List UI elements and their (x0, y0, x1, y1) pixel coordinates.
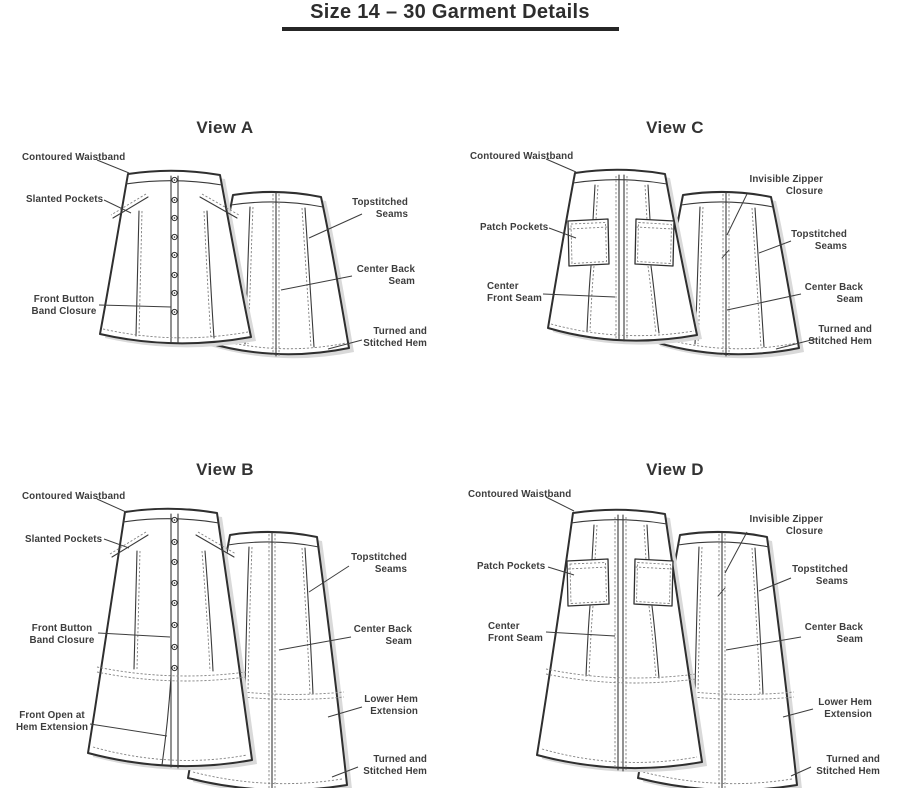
leader-line (280, 275, 353, 291)
label-slanted-pockets: Slanted Pockets (26, 194, 104, 205)
leader-line (278, 636, 352, 651)
view-c-title: View C (646, 118, 704, 137)
label-center-front-seam: Center Front Seam (488, 621, 543, 644)
view-b-title: View B (196, 460, 254, 479)
leader-line (542, 293, 616, 298)
leader-line (545, 158, 577, 173)
label-invisible-zipper: Invisible Zipper Closure (749, 514, 823, 537)
front-skirt (100, 171, 251, 344)
leader-line (726, 193, 748, 236)
label-turned-stitched-hem: Turned and Stitched Hem (808, 324, 872, 347)
leader-line (790, 766, 812, 777)
label-center-front-seam: Center Front Seam (487, 281, 542, 304)
view-a-title: View A (196, 118, 254, 137)
leader-line (308, 565, 350, 593)
view-d-title: View D (646, 460, 704, 479)
label-turned-stitched-hem: Turned and Stitched Hem (816, 754, 880, 777)
label-center-back-seam: Center Back Seam (804, 622, 863, 645)
view-b-panel: View B Contoured Waistband Slanted Pocke… (0, 440, 450, 788)
leader-line (96, 159, 130, 174)
label-lower-hem-extension: Lower Hem Extension (818, 697, 872, 720)
front-skirt (548, 170, 697, 341)
label-turned-stitched-hem: Turned and Stitched Hem (363, 326, 427, 349)
leader-line (308, 213, 363, 239)
leader-line (331, 766, 359, 778)
label-center-back-seam: Center Back Seam (353, 624, 412, 647)
label-front-button-band: Front Button Band Closure (29, 623, 95, 646)
view-d-panel: View D Contoured Waistband Patch Pockets… (450, 440, 900, 788)
label-topstitched-seams: Topstitched Seams (352, 197, 408, 220)
zipper-notch (721, 249, 730, 259)
label-patch-pockets: Patch Pockets (480, 222, 549, 233)
leader-line (547, 566, 575, 576)
zipper-notch (717, 587, 726, 597)
label-front-open: Front Open at Hem Extension (15, 710, 89, 733)
leader-line (327, 706, 363, 718)
label-contoured-waistband: Contoured Waistband (470, 151, 574, 162)
leader-line (545, 496, 575, 512)
leader-line (98, 304, 172, 308)
view-b-diagram (0, 498, 363, 788)
label-invisible-zipper: Invisible Zipper Closure (749, 174, 823, 197)
leader-line (103, 199, 132, 214)
label-turned-stitched-hem: Turned and Stitched Hem (363, 754, 427, 777)
leader-line (782, 708, 814, 718)
leader-line (96, 498, 127, 513)
label-front-button-band: Front Button Band Closure (31, 294, 97, 317)
label-topstitched-seams: Topstitched Seams (792, 564, 848, 587)
view-a-panel: View A Contoured Waistband Slanted Pocke… (0, 110, 450, 440)
leader-line (726, 293, 802, 311)
label-center-back-seam: Center Back Seam (356, 264, 415, 287)
label-contoured-waistband: Contoured Waistband (468, 489, 572, 500)
label-topstitched-seams: Topstitched Seams (351, 552, 407, 575)
leader-line (97, 632, 171, 638)
leader-line (758, 577, 792, 592)
label-lower-hem-extension: Lower Hem Extension (364, 694, 418, 717)
view-c-panel: View C Contoured Waistband Patch Pockets… (450, 110, 900, 440)
leader-line (327, 339, 363, 350)
leader-line (758, 240, 792, 254)
view-a-diagram (96, 159, 363, 359)
label-patch-pockets: Patch Pockets (477, 561, 546, 572)
page-title: Size 14 – 30 Garment Details (310, 1, 590, 23)
label-center-back-seam: Center Back Seam (804, 282, 863, 305)
leader-line (725, 636, 802, 651)
leader-line (548, 227, 577, 239)
label-contoured-waistband: Contoured Waistband (22, 152, 126, 163)
label-topstitched-seams: Topstitched Seams (791, 229, 847, 252)
view-d-diagram (450, 496, 814, 788)
leader-line (545, 631, 616, 637)
view-c-diagram (542, 158, 816, 359)
title-underline (282, 27, 619, 31)
leader-line (724, 531, 748, 574)
label-contoured-waistband: Contoured Waistband (22, 491, 126, 502)
leader-line (103, 538, 130, 549)
leader-line (89, 723, 168, 737)
label-slanted-pockets: Slanted Pockets (25, 534, 103, 545)
leader-line (775, 338, 816, 350)
